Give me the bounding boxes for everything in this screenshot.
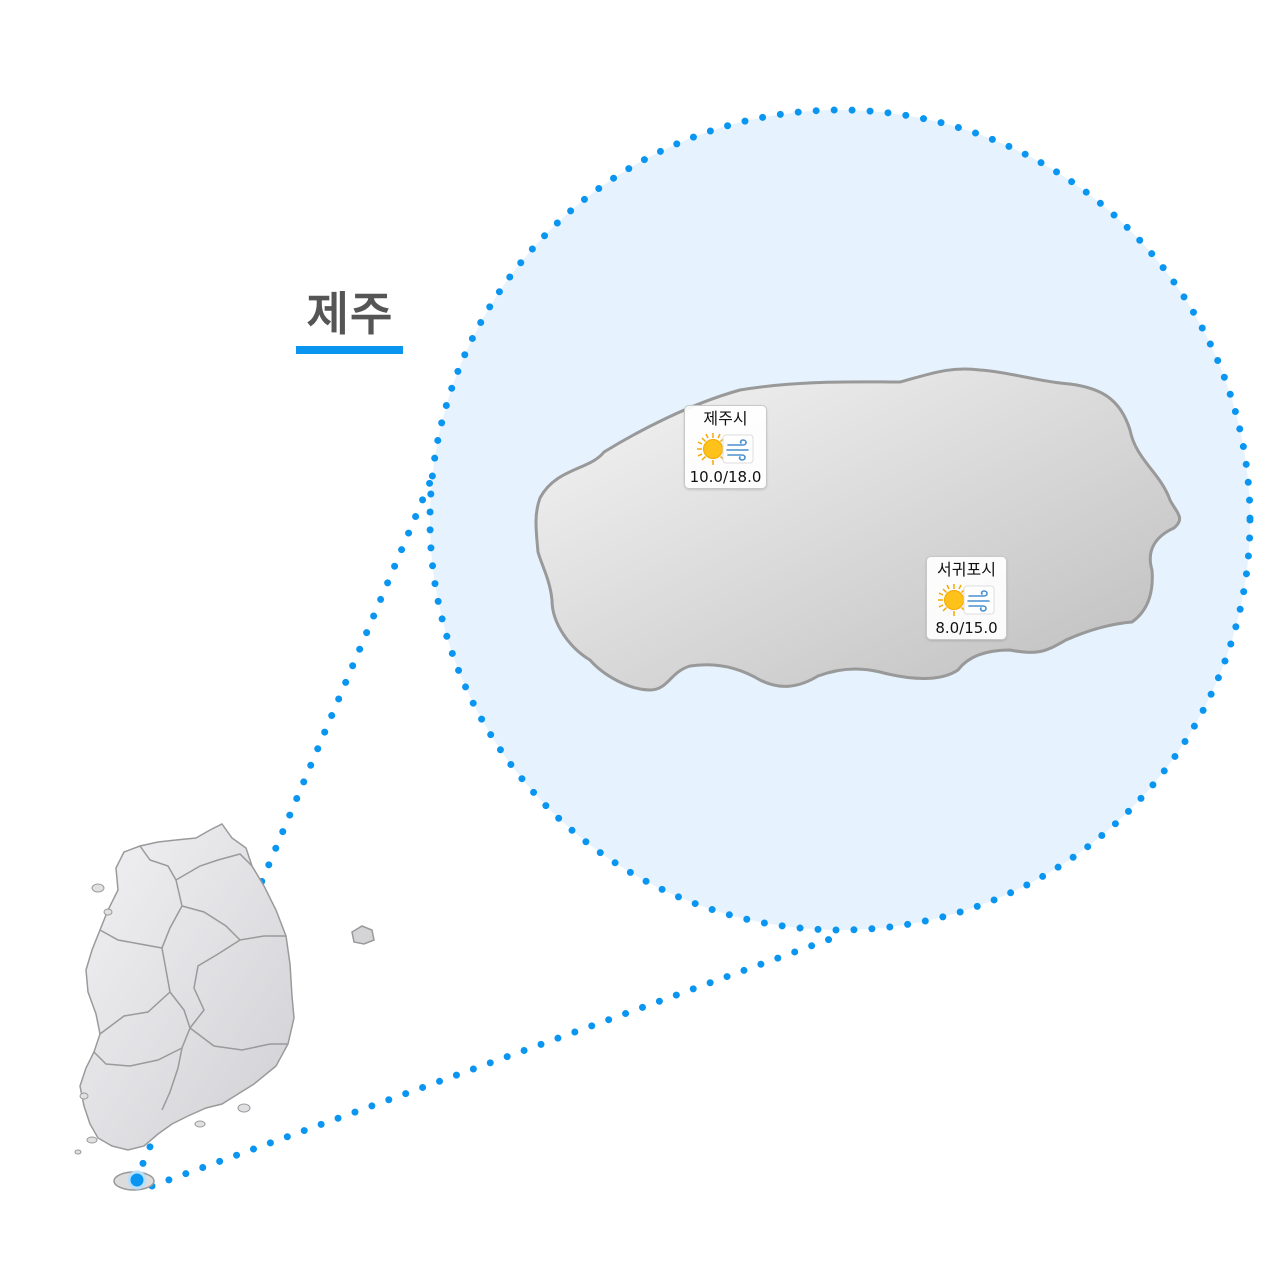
sun-wind-icon	[931, 581, 1002, 619]
region-title: 제주	[306, 287, 394, 341]
region-title-underline	[296, 346, 403, 354]
station-name: 제주시	[703, 409, 748, 428]
station-card-jeju-si[interactable]: 제주시	[684, 405, 767, 489]
korea-mainland	[74, 823, 295, 1155]
jeju-mini-island	[113, 1170, 155, 1191]
station-card-seogwipo-si[interactable]: 서귀포시	[926, 556, 1007, 640]
ulleungdo-island	[351, 925, 375, 945]
location-marker-icon[interactable]	[127, 1170, 147, 1190]
station-temperature: 10.0/18.0	[689, 468, 762, 486]
station-name: 서귀포시	[937, 560, 996, 579]
zoom-connector-lower	[148, 930, 848, 1190]
station-temperature: 8.0/15.0	[935, 619, 998, 637]
sun-wind-icon	[689, 430, 762, 468]
